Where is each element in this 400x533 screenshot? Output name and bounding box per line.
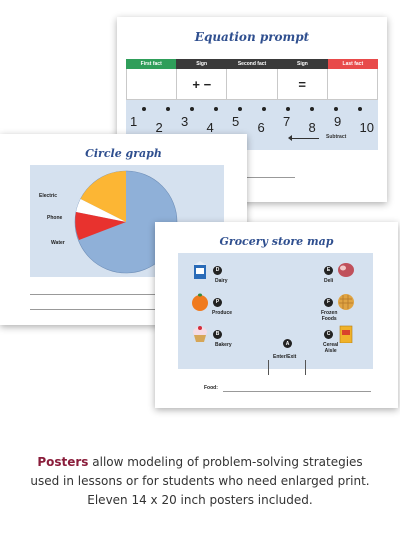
- number-line-dot: [166, 107, 170, 111]
- label-phone: Phone: [47, 215, 63, 221]
- number-line-number: 5: [232, 114, 240, 129]
- number-line-number: 7: [283, 114, 291, 129]
- caption-line-3: Eleven 14 x 20 inch posters included.: [87, 493, 313, 507]
- waffle-icon: [337, 293, 355, 311]
- label-electric: Electric: [39, 193, 58, 199]
- ham-icon: [337, 261, 355, 279]
- equation-write-line: [245, 177, 295, 178]
- subtract-label: Subtract: [326, 134, 347, 140]
- number-line-dot: [286, 107, 290, 111]
- header-second-fact: Second fact: [226, 59, 278, 69]
- label-cereal-aisle: Cereal Aisle: [323, 342, 339, 354]
- section-deli: E: [324, 261, 355, 279]
- number-line-number: 9: [334, 114, 342, 129]
- number-line-number: 1: [130, 114, 138, 129]
- circle-graph-poster: Circle graph Electric Phone Water: [0, 134, 247, 325]
- equation-table: First fact Sign Second fact Sign Last fa…: [126, 59, 379, 100]
- label-enter-exit: Enter/Exit: [273, 354, 297, 360]
- write-line-2: [30, 309, 224, 310]
- section-bakery: B: [191, 325, 222, 343]
- circle-poster-title: Circle graph: [85, 147, 162, 160]
- number-line-dot: [238, 107, 242, 111]
- section-frozen-foods: F: [324, 293, 355, 311]
- milk-carton-icon: [191, 261, 209, 279]
- caption-line-1-text: allow modeling of problem-solving strate…: [88, 455, 363, 469]
- header-first-fact: First fact: [126, 59, 177, 69]
- equation-table-headers: First fact Sign Second fact Sign Last fa…: [126, 59, 379, 69]
- number-line-dot: [262, 107, 266, 111]
- number-line-number: 2: [155, 120, 163, 135]
- section-cereal-aisle: C: [324, 325, 355, 343]
- food-write-line: [223, 391, 371, 392]
- header-sign-1: Sign: [176, 59, 227, 69]
- grocery-store-map-poster: Grocery store map D Dairy E Deli P Produ…: [155, 222, 398, 408]
- number-line-dot: [310, 107, 314, 111]
- number-line-dot: [214, 107, 218, 111]
- cell-second-fact: [227, 69, 278, 99]
- pie-slice-water: [75, 212, 126, 240]
- section-letter-e: E: [324, 265, 333, 275]
- pie-slice-electric: [80, 171, 126, 222]
- label-water: Water: [51, 240, 65, 246]
- label-produce: Produce: [212, 310, 233, 316]
- cell-sign-2: =: [278, 69, 328, 99]
- pie-chart: [74, 170, 181, 274]
- food-label: Food:: [204, 385, 218, 391]
- cell-sign-1: + −: [177, 69, 228, 99]
- section-letter-f: F: [324, 297, 333, 307]
- number-line-number: 10: [359, 120, 374, 135]
- cupcake-icon: [191, 325, 209, 343]
- label-bakery: Bakery: [215, 342, 232, 348]
- number-line-number: 6: [257, 120, 265, 135]
- cell-first-fact: [127, 69, 178, 99]
- label-deli: Deli: [324, 278, 334, 284]
- number-line-dot: [358, 107, 362, 111]
- number-line-dots: [132, 107, 372, 111]
- left-arrow-icon: [288, 135, 319, 141]
- number-line-dot: [142, 107, 146, 111]
- number-line-numbers: 1 2 3 4 5 6 7 8 9 10: [130, 114, 374, 135]
- number-line-number: 4: [206, 120, 214, 135]
- section-letter-d: D: [213, 265, 222, 275]
- section-letter-a: A: [283, 339, 292, 348]
- section-letter-b: B: [213, 329, 222, 339]
- entrance-wall-left: [268, 360, 269, 375]
- store-map-panel: D Dairy E Deli P Produce F Frozen Foods: [178, 253, 373, 369]
- section-produce: P: [191, 293, 222, 311]
- header-last-fact: Last fact: [327, 59, 379, 69]
- cereal-box-icon: [337, 325, 355, 343]
- number-line-number: 8: [308, 120, 316, 135]
- section-letter-c: C: [324, 329, 333, 339]
- pie-slice-phone: [76, 199, 126, 222]
- label-frozen-foods: Frozen Foods: [321, 310, 338, 322]
- cell-last-fact: [328, 69, 377, 99]
- equation-poster-title: Equation prompt: [194, 30, 310, 44]
- caption-line-1: Posters allow modeling of problem-solvin…: [20, 453, 380, 472]
- caption: Posters allow modeling of problem-solvin…: [20, 453, 380, 510]
- section-dairy: D: [191, 261, 222, 279]
- header-sign-2: Sign: [277, 59, 328, 69]
- grocery-poster-title: Grocery store map: [219, 235, 334, 248]
- number-line-number: 3: [181, 114, 189, 129]
- entrance-wall-right: [305, 360, 306, 375]
- caption-highlight: Posters: [37, 455, 89, 469]
- equation-table-cells: + − =: [126, 69, 378, 100]
- section-letter-p: P: [213, 297, 222, 307]
- orange-icon: [191, 293, 209, 311]
- number-line-dot: [334, 107, 338, 111]
- number-line-dot: [190, 107, 194, 111]
- label-dairy: Dairy: [215, 278, 228, 284]
- write-line-1: [30, 294, 224, 295]
- caption-line-2: used in lessons or for students who need…: [30, 474, 370, 488]
